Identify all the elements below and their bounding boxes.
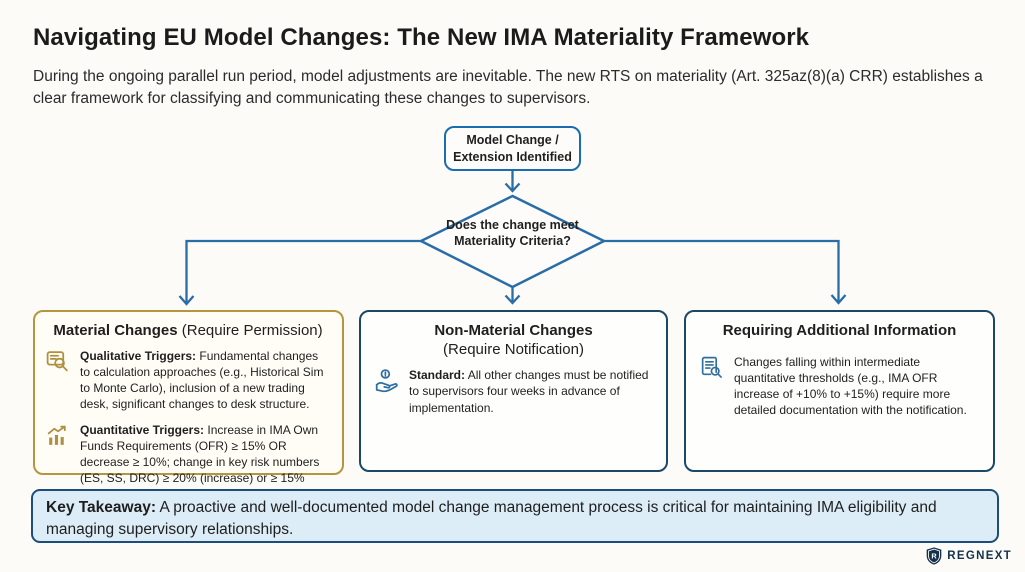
- list-item: Qualitative Triggers: Fundamental change…: [45, 348, 331, 412]
- non-material-title-bold: Non-Material Changes: [434, 322, 593, 339]
- key-takeaway-text: A proactive and well-documented model ch…: [46, 499, 937, 538]
- material-changes-title: Material Changes (Require Permission): [45, 321, 331, 340]
- non-material-changes-title: Non-Material Changes (Require Notificati…: [374, 321, 653, 359]
- arrowhead-down-icon: [504, 294, 521, 305]
- list-item: Quantitative Triggers: Increase in IMA O…: [45, 422, 331, 502]
- list-item-text: Changes falling within intermediate quan…: [734, 354, 980, 418]
- bar-chart-trend-icon: [45, 422, 71, 502]
- arrowhead-down-icon: [504, 182, 521, 193]
- start-node-line2: Extension Identified: [453, 149, 572, 164]
- key-takeaway-box: Key Takeaway: A proactive and well-docum…: [31, 489, 999, 543]
- list-item-text: Quantitative Triggers: Increase in IMA O…: [80, 422, 331, 502]
- start-node-line1: Model Change /: [466, 132, 559, 147]
- item-body: Changes falling within intermediate quan…: [734, 355, 967, 418]
- brand-logo: R REGNEXT: [926, 547, 1012, 565]
- list-item-text: Standard: All other changes must be noti…: [409, 367, 653, 415]
- arrowhead-down-icon: [178, 295, 195, 306]
- shield-icon: R: [926, 547, 942, 565]
- page-subtitle: During the ongoing parallel run period, …: [33, 68, 983, 107]
- additional-information-title: Requiring Additional Information: [699, 321, 980, 340]
- item-label: Qualitative Triggers:: [80, 349, 197, 364]
- connector-to-material: [185, 239, 421, 303]
- page-title: Navigating EU Model Changes: The New IMA…: [33, 24, 810, 51]
- svg-text:R: R: [932, 551, 938, 560]
- material-changes-box: Material Changes (Require Permission) Qu…: [33, 310, 344, 501]
- list-item: Changes falling within intermediate quan…: [699, 354, 980, 418]
- item-label: Standard:: [409, 368, 466, 383]
- material-changes-title-rest: (Require Permission): [177, 322, 323, 339]
- non-material-title-rest: (Require Notification): [443, 341, 584, 359]
- additional-information-box: Requiring Additional Information Changes…: [684, 310, 995, 472]
- key-takeaway-label: Key Takeaway:: [46, 499, 156, 516]
- decision-label: Does the change meet Materiality Criteri…: [446, 218, 579, 249]
- brand-name: REGNEXT: [947, 550, 1012, 562]
- start-node: Model Change / Extension Identified: [444, 126, 581, 171]
- material-changes-title-bold: Material Changes: [53, 322, 178, 339]
- document-search-icon: [699, 354, 725, 418]
- list-item: Standard: All other changes must be noti…: [374, 367, 653, 415]
- item-label: Quantitative Triggers:: [80, 422, 205, 437]
- additional-title-bold: Requiring Additional Information: [722, 322, 957, 339]
- arrowhead-down-icon: [830, 294, 847, 305]
- document-search-icon: [45, 348, 71, 412]
- item-body: Increase in IMA Own Funds Requirements (…: [80, 422, 320, 501]
- item-body: Fundamental changes to calculation appro…: [80, 349, 324, 412]
- list-item-text: Qualitative Triggers: Fundamental change…: [80, 348, 331, 412]
- non-material-changes-box: Non-Material Changes (Require Notificati…: [359, 310, 668, 472]
- item-body: All other changes must be notified to su…: [409, 368, 649, 415]
- connector-to-additional: [604, 239, 840, 302]
- hand-alert-icon: [374, 367, 400, 415]
